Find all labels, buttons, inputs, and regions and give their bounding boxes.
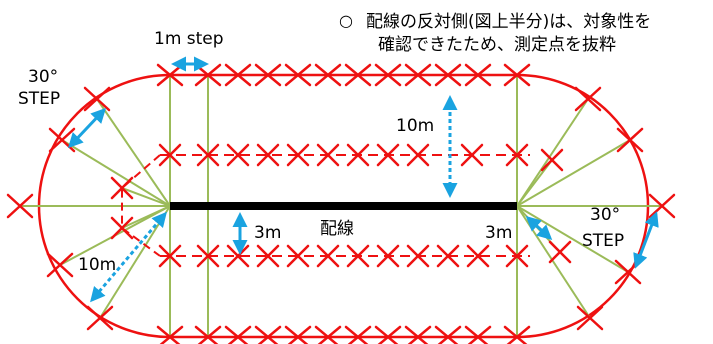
point-marker (86, 305, 114, 331)
point-marker (376, 143, 400, 167)
label-30deg-right-value: 30° (590, 205, 620, 225)
point-marker (574, 86, 602, 112)
point-marker (548, 240, 572, 264)
point-marker (256, 244, 280, 268)
point-marker (83, 86, 111, 112)
inner-route-left-end (121, 154, 161, 257)
label-3m-left: 3m (254, 223, 281, 243)
point-marker (464, 63, 492, 87)
point-marker (503, 63, 531, 87)
point-marker (286, 143, 310, 167)
point-marker (256, 143, 280, 167)
point-marker (284, 325, 312, 344)
point-marker (576, 305, 604, 331)
point-marker (224, 325, 252, 344)
point-marker (404, 325, 432, 344)
point-marker (284, 63, 312, 87)
point-marker (464, 325, 492, 344)
point-marker (110, 176, 134, 200)
point-marker (344, 63, 372, 87)
arrow-30deg-right (633, 211, 659, 269)
label-wiring: 配線 (320, 219, 354, 239)
point-marker (434, 325, 462, 344)
radial-lines-left (20, 98, 171, 319)
point-marker (374, 325, 402, 344)
point-marker (316, 244, 340, 268)
point-marker (314, 63, 342, 87)
label-10m-diagonal: 10m (78, 255, 116, 275)
point-marker (254, 63, 282, 87)
point-marker (254, 325, 282, 344)
label-30deg-left-value: 30° (28, 67, 58, 87)
label-10m-vertical: 10m (396, 116, 434, 136)
point-marker (616, 127, 644, 153)
point-marker (460, 143, 484, 167)
point-marker (505, 244, 529, 268)
point-marker (224, 63, 252, 87)
dimension-arrows (67, 56, 659, 303)
note-line-2: 確認できたため、測定点を抜粋 (378, 35, 616, 55)
note-bullet: ○ (339, 11, 353, 30)
point-marker (158, 143, 182, 167)
point-marker (374, 63, 402, 87)
point-marker (406, 143, 430, 167)
point-marker (466, 244, 490, 268)
note-line-1: 配線の反対側(図上半分)は、対象性を (366, 12, 651, 32)
point-marker (404, 63, 432, 87)
measurement-points (6, 63, 676, 344)
point-marker (344, 325, 372, 344)
label-3m-right: 3m (485, 223, 512, 243)
point-marker (505, 143, 529, 167)
point-marker (6, 193, 34, 219)
point-marker (346, 143, 370, 167)
arrow-10m-diagonal (90, 211, 167, 303)
point-marker (226, 143, 250, 167)
label-30deg-right-step: STEP (582, 231, 624, 251)
point-marker (434, 63, 462, 87)
point-marker (376, 244, 400, 268)
point-marker (46, 252, 74, 278)
arrow-3m-right (525, 215, 553, 241)
point-marker (540, 148, 564, 172)
label-30deg-left-step: STEP (18, 89, 60, 109)
point-marker (286, 244, 310, 268)
point-marker (196, 244, 220, 268)
wiring-bar (170, 202, 517, 210)
label-1m-step: 1m step (154, 29, 224, 49)
point-marker (316, 143, 340, 167)
point-marker (406, 244, 430, 268)
point-marker (314, 325, 342, 344)
arrow-30deg-left (67, 107, 107, 149)
point-marker (196, 143, 220, 167)
point-marker (346, 244, 370, 268)
point-marker (436, 244, 460, 268)
